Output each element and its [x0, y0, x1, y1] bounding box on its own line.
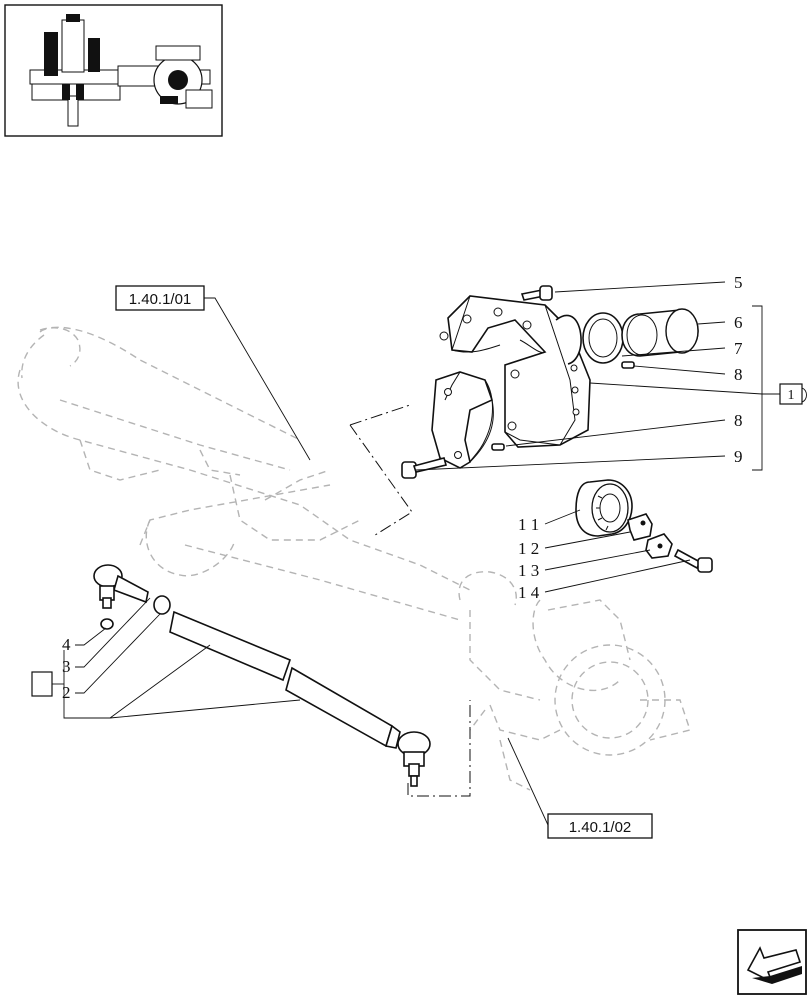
callout-6: 6: [734, 313, 743, 332]
splined-ring-part-11[interactable]: [575, 479, 633, 537]
block-part-13[interactable]: [645, 533, 673, 559]
callout-2: 2: [62, 683, 71, 702]
kit-box-left-icon[interactable]: [31, 671, 53, 697]
nut-part-4[interactable]: [100, 618, 114, 630]
seal-ring-part[interactable]: [582, 312, 624, 364]
ball-joint-right-part[interactable]: [397, 731, 431, 787]
callout-5: 5: [734, 273, 743, 292]
bolt-part-5[interactable]: [520, 285, 553, 301]
callout-12: 1 2: [518, 539, 539, 558]
kit-box-label: 1: [788, 388, 795, 403]
ref-label-upper: 1.40.1/01: [129, 291, 192, 308]
axle-housing-ghost: [17, 326, 691, 791]
bushing-part-6[interactable]: [621, 308, 699, 357]
callout-8-upper: 8: [734, 365, 743, 384]
lower-bracket-part[interactable]: [431, 371, 494, 469]
tie-rod-tube-part[interactable]: [169, 610, 401, 749]
callout-7: 7: [734, 339, 743, 358]
clip-part-12[interactable]: [627, 513, 653, 541]
bolt-part-14[interactable]: [673, 548, 713, 573]
kit-box-icon[interactable]: 1: [779, 383, 807, 405]
leader-lines: [52, 281, 780, 826]
ref-box-lower[interactable]: 1.40.1/02: [547, 813, 653, 839]
ref-box-upper[interactable]: 1.40.1/01: [115, 285, 205, 311]
ref-label-lower: 1.40.1/02: [569, 819, 632, 836]
callout-4: 4: [62, 635, 71, 654]
axle-thumbnail-icon[interactable]: [4, 4, 223, 137]
next-page-arrow-icon[interactable]: [737, 929, 807, 995]
callout-14: 1 4: [518, 583, 540, 602]
callout-11: 1 1: [518, 515, 539, 534]
bolt-part-9[interactable]: [401, 457, 448, 479]
pin-part-8-lower[interactable]: [491, 443, 505, 451]
upper-bracket-part[interactable]: [439, 295, 591, 448]
connection-lines: [349, 404, 471, 797]
flange-ring-part[interactable]: [555, 314, 582, 365]
pin-part-8-upper[interactable]: [621, 361, 635, 369]
callouts: 5 6 7 8 8 9 1 1 1 2 1 3 1 4 4 3 2: [62, 273, 743, 702]
callout-9: 9: [734, 447, 743, 466]
callout-13: 1 3: [518, 561, 539, 580]
callout-3: 3: [62, 657, 71, 676]
ball-joint-left-part-3[interactable]: [93, 564, 149, 609]
callout-8-lower: 8: [734, 411, 743, 430]
locknut-part-2[interactable]: [153, 595, 171, 615]
